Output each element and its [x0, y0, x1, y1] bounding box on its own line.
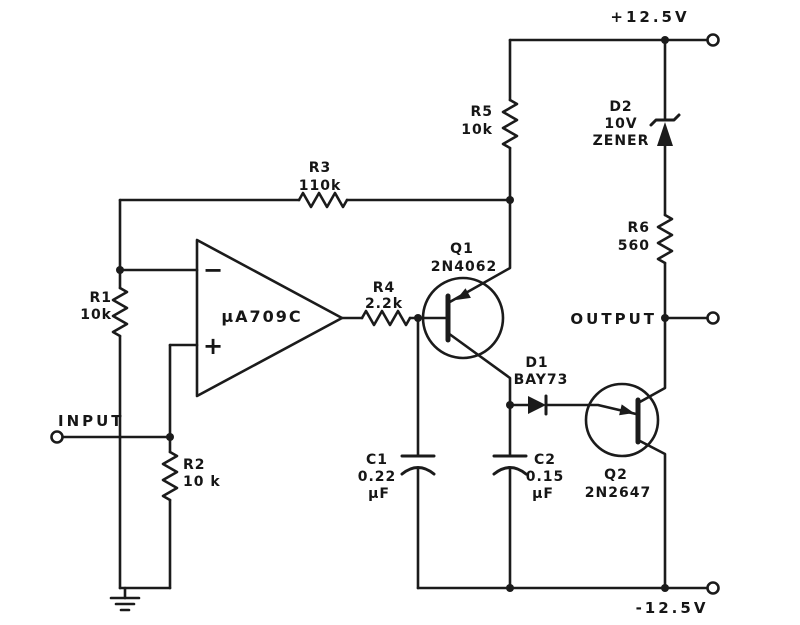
- label-d1-ref: D1: [525, 355, 548, 371]
- label-r6-value: 560: [618, 238, 650, 254]
- q2-emitter-arrow: [619, 404, 634, 416]
- resistor-r5: [501, 98, 519, 150]
- diode-d1: [528, 394, 548, 416]
- label-q2-part: 2N2647: [585, 485, 651, 501]
- wire-q1-emitter: [446, 198, 512, 305]
- label-r6-ref: R6: [627, 220, 650, 236]
- resistor-r3: [297, 191, 349, 209]
- label-d2-value: 10V: [604, 116, 637, 132]
- label-r2-ref: R2: [183, 457, 206, 473]
- transistor-q1: [421, 276, 505, 360]
- label-d2-type: ZENER: [593, 133, 650, 149]
- junction-dot: [506, 401, 514, 409]
- label-d2-ref: D2: [609, 99, 632, 115]
- opamp-triangle: [195, 238, 344, 398]
- label-q1-part: 2N4062: [431, 259, 497, 275]
- label-r5-value: 10k: [461, 122, 493, 138]
- resistor-r6: [656, 213, 674, 265]
- resistor-r4: [360, 309, 412, 327]
- label-vplus: +12.5V: [610, 8, 689, 26]
- label-c2-unit: μF: [532, 486, 554, 502]
- terminal-input: [50, 430, 64, 444]
- label-r5-ref: R5: [470, 104, 493, 120]
- label-r4-value: 2.2k: [365, 296, 403, 312]
- label-c1-unit: μF: [368, 486, 390, 502]
- opamp-noninverting-sign: +: [203, 332, 223, 360]
- opamp-inverting-sign: −: [203, 256, 223, 284]
- label-r2-value: 10 k: [183, 474, 221, 490]
- label-r3-value: 110k: [299, 178, 342, 194]
- capacitor-c1: [400, 454, 436, 476]
- terminal-vplus: [706, 33, 720, 47]
- wire-q1-collector: [446, 331, 512, 407]
- junction-dot: [414, 314, 422, 322]
- wire-q2-base2: [636, 316, 667, 405]
- label-r1-value: 10k: [80, 307, 112, 323]
- junction-dot: [166, 433, 174, 441]
- label-d1-part: BAY73: [514, 372, 569, 388]
- label-vminus: -12.5V: [636, 599, 709, 617]
- opamp-part-label: μA709C: [221, 307, 302, 326]
- junction-dot: [661, 314, 669, 322]
- label-c2-ref: C2: [534, 452, 556, 468]
- capacitor-c2: [492, 454, 528, 476]
- ground-symbol: [109, 586, 141, 612]
- label-c1-ref: C1: [366, 452, 388, 468]
- zener-d2: [649, 113, 681, 146]
- junction-dot: [506, 196, 514, 204]
- terminal-output: [706, 311, 720, 325]
- label-r3-ref: R3: [309, 160, 332, 176]
- label-c2-value: 0.15: [526, 469, 565, 485]
- label-input: INPUT: [58, 412, 125, 430]
- terminals: [50, 33, 720, 595]
- junction-dots: [116, 36, 669, 592]
- label-r1-ref: R1: [89, 290, 112, 306]
- q1-emitter-arrow: [456, 288, 471, 300]
- label-r4-ref: R4: [373, 280, 396, 296]
- label-output: OUTPUT: [570, 310, 657, 328]
- label-q2-ref: Q2: [604, 467, 628, 483]
- junction-dot: [506, 584, 514, 592]
- terminal-vminus: [706, 581, 720, 595]
- label-c1-value: 0.22: [358, 469, 397, 485]
- junction-dot: [116, 266, 124, 274]
- junction-dot: [661, 584, 669, 592]
- junction-dot: [661, 36, 669, 44]
- labels: +12.5V -12.5V INPUT OUTPUT μA709C − + R1…: [58, 8, 709, 617]
- resistor-r1: [111, 286, 129, 338]
- resistor-r2: [161, 450, 179, 502]
- label-q1-ref: Q1: [450, 241, 474, 257]
- wire-q2-base1: [636, 438, 667, 590]
- opamp-symbol: [195, 238, 344, 398]
- transistor-q2: [584, 382, 660, 458]
